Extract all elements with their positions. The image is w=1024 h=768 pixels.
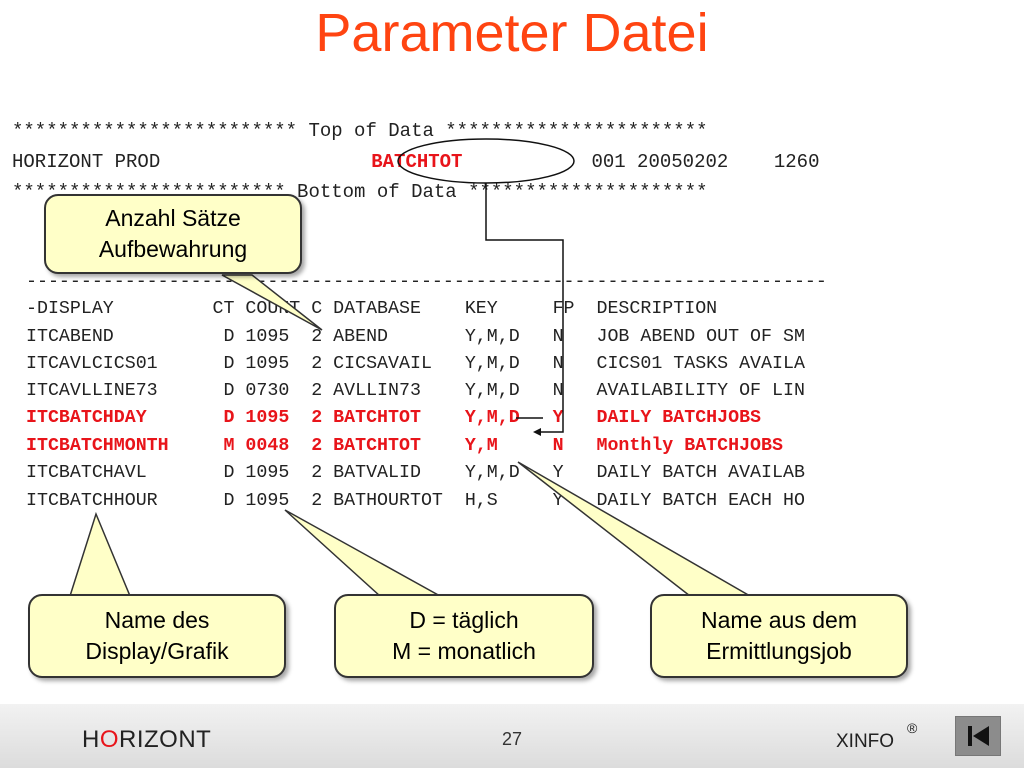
callout-database: Name aus dem Ermittlungsjob [650, 594, 908, 678]
table-row: ITCAVLLINE73 D 0730 2 AVLLIN73 Y,M,D N A… [26, 381, 805, 401]
table-row-highlight: ITCBATCHDAY D 1095 2 BATCHTOT Y,M,D Y DA… [26, 408, 762, 428]
callout-display-line2: Display/Grafik [85, 638, 229, 664]
horizont-logo: HORIZONT [82, 726, 211, 754]
callout-period: D = täglich M = monatlich [334, 594, 594, 678]
callout-period-line2: M = monatlich [392, 638, 536, 664]
dataset-record: HORIZONT PROD BATCHTOT 001 20050202 1260 [12, 151, 820, 173]
table-row: ITCBATCHAVL D 1095 2 BATVALID Y,M,D Y DA… [26, 463, 805, 483]
callout-pointer-period [284, 509, 443, 597]
registered-mark: ® [907, 720, 918, 736]
callout-display-line1: Name des [104, 607, 210, 633]
page-number: 27 [502, 729, 523, 749]
table-row: ITCBATCHHOUR D 1095 2 BATHOURTOT H,S Y D… [26, 491, 805, 511]
record-suffix: 001 20050202 1260 [591, 151, 820, 173]
table-separator: ----------------------------------------… [26, 272, 827, 292]
callout-count-line2: Aufbewahrung [98, 236, 248, 262]
callout-database-line1: Name aus dem [701, 607, 857, 633]
record-prefix: HORIZONT PROD [12, 151, 161, 173]
callout-pointer-display [68, 511, 132, 597]
callout-display: Name des Display/Grafik [28, 594, 286, 678]
product-name: XINFO [836, 731, 895, 752]
skip-back-button[interactable] [955, 716, 1001, 756]
callout-database-line2: Ermittlungsjob [706, 638, 852, 664]
callout-count-line1: Anzahl Sätze [105, 205, 241, 231]
table-header: -DISPLAY CT COUNT C DATABASE KEY FP DESC… [26, 299, 718, 319]
top-of-data-line: ************************* Top of Data **… [12, 120, 708, 142]
page-title: Parameter Datei [315, 3, 709, 63]
table-row-highlight: ITCBATCHMONTH M 0048 2 BATCHTOT Y,M N Mo… [26, 436, 783, 456]
skip-back-icon [968, 726, 989, 746]
table-row: ITCAVLCICS01 D 1095 2 CICSAVAIL Y,M,D N … [26, 354, 805, 374]
logo-h: H [82, 726, 100, 753]
footer-bar: HORIZONT 27 XINFO ® [0, 704, 1024, 768]
logo-rest: RIZONT [119, 726, 212, 753]
logo-o: O [99, 726, 120, 753]
callout-count: Anzahl Sätze Aufbewahrung [44, 194, 302, 274]
callout-period-line1: D = täglich [409, 607, 519, 633]
table-row: ITCABEND D 1095 2 ABEND Y,M,D N JOB ABEN… [26, 327, 805, 347]
record-highlight: BATCHTOT [371, 151, 463, 173]
